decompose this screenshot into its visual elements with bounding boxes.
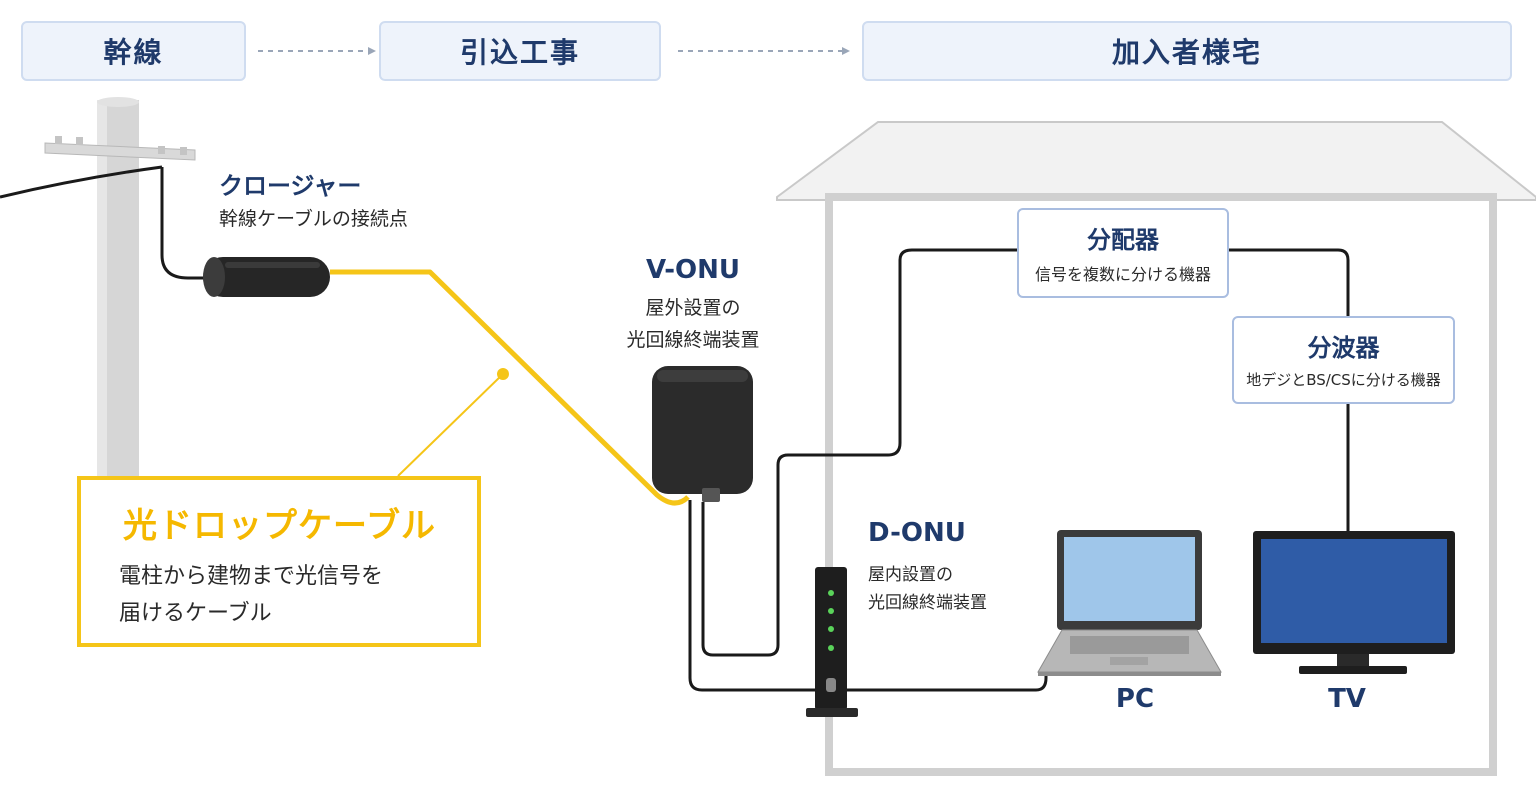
d-onu-device <box>806 567 858 717</box>
splitter-to-diplexer-cable <box>1228 248 1350 318</box>
closure-lead-cable <box>160 167 205 280</box>
drop-cable-description-line2: 届けるケーブル <box>119 601 272 626</box>
splitter-box: 分配器 信号を複数に分ける機器 <box>1017 208 1229 298</box>
drop-callout-line <box>397 373 504 477</box>
drop-cable-callout: 光ドロップケーブル 電柱から建物まで光信号を 届けるケーブル <box>77 476 481 647</box>
d-onu-description-line2: 光回線終端装置 <box>868 593 987 613</box>
v-onu-device <box>652 366 753 502</box>
closure-device <box>203 257 330 297</box>
closure-description: 幹線ケーブルの接続点 <box>219 208 408 230</box>
splitter-title: 分配器 <box>1087 226 1159 254</box>
closure-title: クロージャー <box>219 172 362 200</box>
drop-cable-description-line1: 電柱から建物まで光信号を <box>119 564 384 589</box>
tv-label: TV <box>1328 684 1366 714</box>
v-onu-to-d-onu-cable <box>688 500 818 692</box>
diplexer-title: 分波器 <box>1307 334 1380 362</box>
drop-cable-description: 電柱から建物まで光信号を 届けるケーブル <box>119 558 383 632</box>
stage-trunk: 幹線 <box>21 21 246 81</box>
diplexer-description: 地デジとBS/CSに分ける機器 <box>1246 371 1441 389</box>
pc-label: PC <box>1115 684 1155 714</box>
stage-connector-arrow-1 <box>368 47 376 55</box>
drop-callout-dot <box>497 368 509 380</box>
laptop-device <box>1037 530 1222 676</box>
stage-subscriber-home: 加入者様宅 <box>862 21 1512 81</box>
stage-service-drop-work: 引込工事 <box>379 21 661 81</box>
trunk-cable <box>0 165 163 199</box>
d-onu-title: D-ONU <box>868 518 966 548</box>
splitter-description: 信号を複数に分ける機器 <box>1034 265 1211 284</box>
v-onu-title: V-ONU <box>646 255 740 285</box>
v-onu-description-line2: 光回線終端装置 <box>626 329 760 351</box>
house-outline <box>776 121 1536 776</box>
stage-connector-arrow-2 <box>842 47 850 55</box>
diplexer-box: 分波器 地デジとBS/CSに分ける機器 <box>1232 316 1455 404</box>
tv-device <box>1253 531 1455 674</box>
d-onu-description-line1: 屋内設置の <box>868 565 953 585</box>
fiber-drop-cable <box>330 269 690 506</box>
v-onu-description-line1: 屋外設置の <box>645 297 741 319</box>
drop-cable-title: 光ドロップケーブル <box>123 506 436 546</box>
v-onu-to-splitter-cable <box>701 248 1019 657</box>
utility-pole <box>44 97 196 478</box>
d-onu-to-pc-cable <box>845 672 1048 692</box>
